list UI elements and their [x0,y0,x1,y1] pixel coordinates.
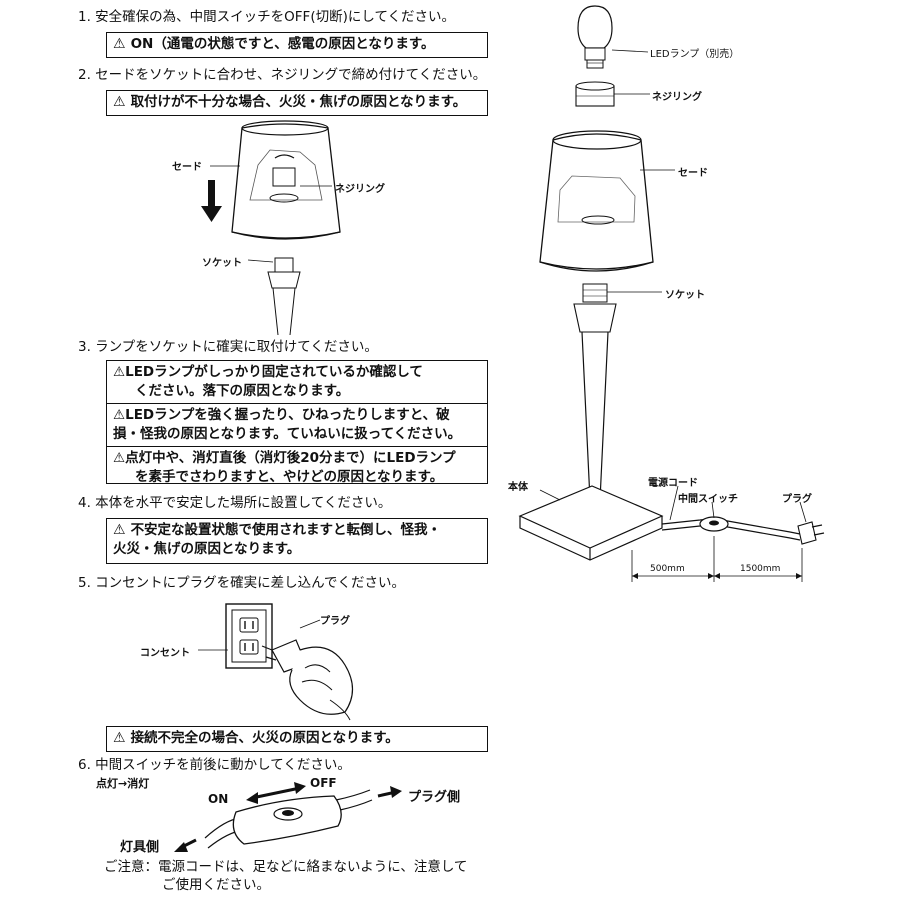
warning-text: ON（通電の状態ですと、感電の原因となります。 [130,36,435,52]
warning-triangle-icon: ⚠ [113,94,126,110]
step-5-text: 5. コンセントにプラグを確実に差し込んでください。 [78,575,405,591]
label-nejiring-right: ネジリング [652,92,702,103]
warning-row-3b: ⚠LEDランプを強く握ったり、ひねったりしますと、破 損・怪我の原因となります。… [107,404,487,447]
warning-text: LEDランプを強く握ったり、ひねったりしますと、破 [125,407,450,423]
warning-row-3a: ⚠LEDランプがしっかり固定されているか確認して ください。落下の原因となります… [107,361,487,404]
label-plug-side: プラグ側 [408,790,461,805]
label-fixture-side: 灯具側 [120,840,160,855]
warning-row-3c: ⚠点灯中や、消灯直後（消灯後20分まで）にLEDランプ を素手でさわりますと、や… [107,447,487,489]
warning-triangle-icon: ⚠ [113,730,126,746]
label-plug: プラグ [320,616,350,627]
warning-text: LEDランプがしっかり固定されているか確認して [125,364,423,380]
warning-text: 接続不完全の場合、火災の原因となります。 [130,730,399,746]
note-line-1: ご注意：電源コードは、足などに絡まないように、注意して [104,859,468,875]
warning-box-3: ⚠LEDランプがしっかり固定されているか確認して ください。落下の原因となります… [106,360,488,485]
warning-triangle-icon: ⚠ [113,407,126,423]
label-body: 本体 [508,482,528,493]
warning-text: 火災・焦げの原因となります。 [113,541,301,557]
step-2-text: 2. セードをソケットに合わせ、ネジリングで締め付けてください。 [78,67,487,83]
warning-triangle-icon: ⚠ [113,522,126,538]
label-power-cord: 電源コード [648,478,698,489]
label-on-off: 点灯→消灯 [96,777,150,790]
step-3-text: 3. ランプをソケットに確実に取付けてください。 [78,339,378,355]
step-1-text: 1. 安全確保の為、中間スイッチをOFF(切断)にしてください。 [78,9,456,25]
label-nejiring: ネジリング [335,184,385,195]
warning-text: 損・怪我の原因となります。ていねいに扱ってください。 [113,426,462,442]
label-socket-right: ソケット [665,290,705,301]
warning-triangle-icon: ⚠ [113,450,126,466]
dimension-1500: 1500mm [740,564,781,574]
label-led-lamp: LEDランプ（別売） [650,49,740,60]
label-socket: ソケット [202,258,242,269]
warning-text: を素手でさわりますと、やけどの原因となります。 [135,469,444,485]
label-inline-switch: 中間スイッチ [678,494,738,505]
warning-box-1: ⚠ON（通電の状態ですと、感電の原因となります。 [106,32,488,58]
warning-box-4: ⚠不安定な設置状態で使用されますと転倒し、怪我・ 火災・焦げの原因となります。 [106,518,488,564]
note-line-2: ご使用ください。 [162,877,270,893]
label-shade: セード [172,162,202,173]
warning-text: 取付けが不十分な場合、火災・焦げの原因となります。 [130,94,467,110]
warning-text: 不安定な設置状態で使用されますと転倒し、怪我・ [130,522,442,538]
warning-text: 点灯中や、消灯直後（消灯後20分まで）にLEDランプ [125,450,456,466]
label-on: ON [208,792,229,806]
step-6-text: 6. 中間スイッチを前後に動かしてください。 [78,757,351,773]
warning-triangle-icon: ⚠ [113,36,126,52]
label-outlet: コンセント [140,648,190,659]
warning-triangle-icon: ⚠ [113,364,126,380]
warning-box-5: ⚠接続不完全の場合、火災の原因となります。 [106,726,488,752]
step-4-text: 4. 本体を水平で安定した場所に設置してください。 [78,495,392,511]
warning-text: ください。落下の原因となります。 [135,383,350,399]
label-plug-right: プラグ [782,494,812,505]
dimension-500: 500mm [650,564,685,574]
warning-box-2: ⚠取付けが不十分な場合、火災・焦げの原因となります。 [106,90,488,116]
label-off: OFF [310,776,337,790]
label-shade-right: セード [678,168,708,179]
